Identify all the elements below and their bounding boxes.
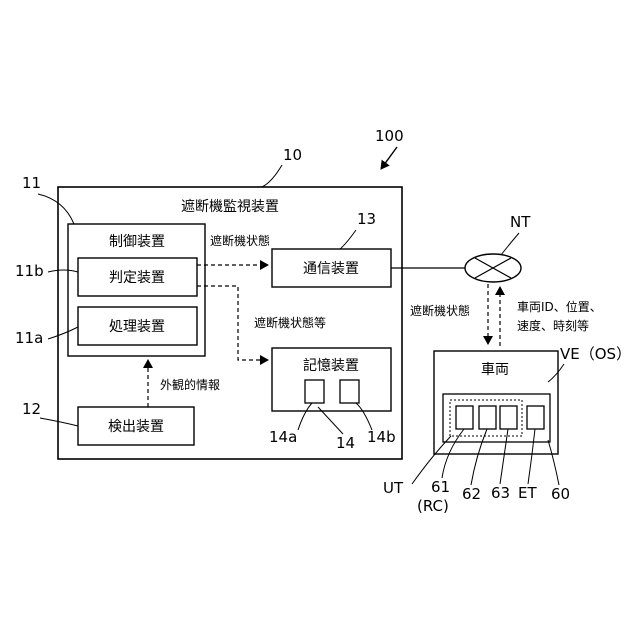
ref-11a-leader (48, 327, 78, 339)
ref-10-leader (262, 165, 282, 187)
ref-nt: NT (510, 213, 531, 231)
flow-vehicle-info-line2: 速度、時刻等 (517, 318, 589, 333)
ref-11: 11 (22, 174, 41, 192)
comm-label: 通信装置 (303, 261, 359, 277)
flow-vehicle-info-line1: 車両ID、位置、 (517, 299, 602, 314)
monitor-title: 遮断機監視装置 (181, 198, 279, 215)
ref-61: 61 (431, 478, 450, 496)
processor-label: 処理装置 (109, 319, 165, 335)
unit-62-box (479, 406, 496, 429)
ref-12: 12 (22, 400, 41, 418)
ref-63-leader (500, 429, 508, 484)
ref-ve-leader (548, 364, 564, 382)
ref-14a-leader (298, 403, 312, 430)
ref-13: 13 (357, 210, 376, 228)
flow-breaker-state-2: 遮断機状態 (410, 303, 470, 318)
memory-area-14a (305, 380, 324, 403)
vehicle-label: 車両 (481, 361, 509, 378)
ref-100-arrow (381, 147, 397, 169)
controller-label: 制御装置 (109, 234, 165, 250)
ref-100: 100 (375, 127, 404, 145)
unit-61-box (456, 406, 473, 429)
ref-11b-leader (48, 270, 78, 272)
flow-appearance-info: 外観的情報 (160, 377, 220, 392)
ref-ve-os: VE（OS） (560, 345, 631, 363)
unit-63-box (500, 406, 517, 429)
ref-14: 14 (336, 434, 355, 452)
flow-breaker-state-etc: 遮断機状態等 (254, 315, 326, 330)
ref-63: 63 (491, 484, 510, 502)
memory-area-14b (340, 380, 359, 403)
ref-62-leader (471, 429, 487, 485)
judge-label: 判定装置 (109, 270, 165, 286)
ref-ut-leader (412, 436, 451, 484)
ref-14b: 14b (367, 428, 396, 446)
ref-10: 10 (283, 146, 302, 164)
ref-ut: UT (383, 479, 404, 497)
ref-14b-leader (356, 403, 372, 430)
flow-breaker-state-1: 遮断機状態 (210, 233, 270, 248)
ref-14a: 14a (269, 428, 297, 446)
unit-et-box (527, 406, 544, 429)
ref-et: ET (518, 484, 537, 502)
storage-label: 記憶装置 (303, 357, 359, 374)
ref-12-leader (40, 418, 78, 426)
ref-rc: (RC) (417, 497, 449, 515)
network-node-icon (465, 254, 521, 282)
ref-62: 62 (462, 485, 481, 503)
detector-label: 検出装置 (108, 419, 164, 435)
ref-et-leader (528, 429, 535, 484)
ref-11b: 11b (15, 262, 44, 280)
ref-11a: 11a (15, 329, 43, 347)
ref-nt-leader (501, 233, 519, 255)
ref-60: 60 (551, 485, 570, 503)
ref-13-leader (340, 230, 356, 249)
ref-11-leader (38, 194, 74, 224)
